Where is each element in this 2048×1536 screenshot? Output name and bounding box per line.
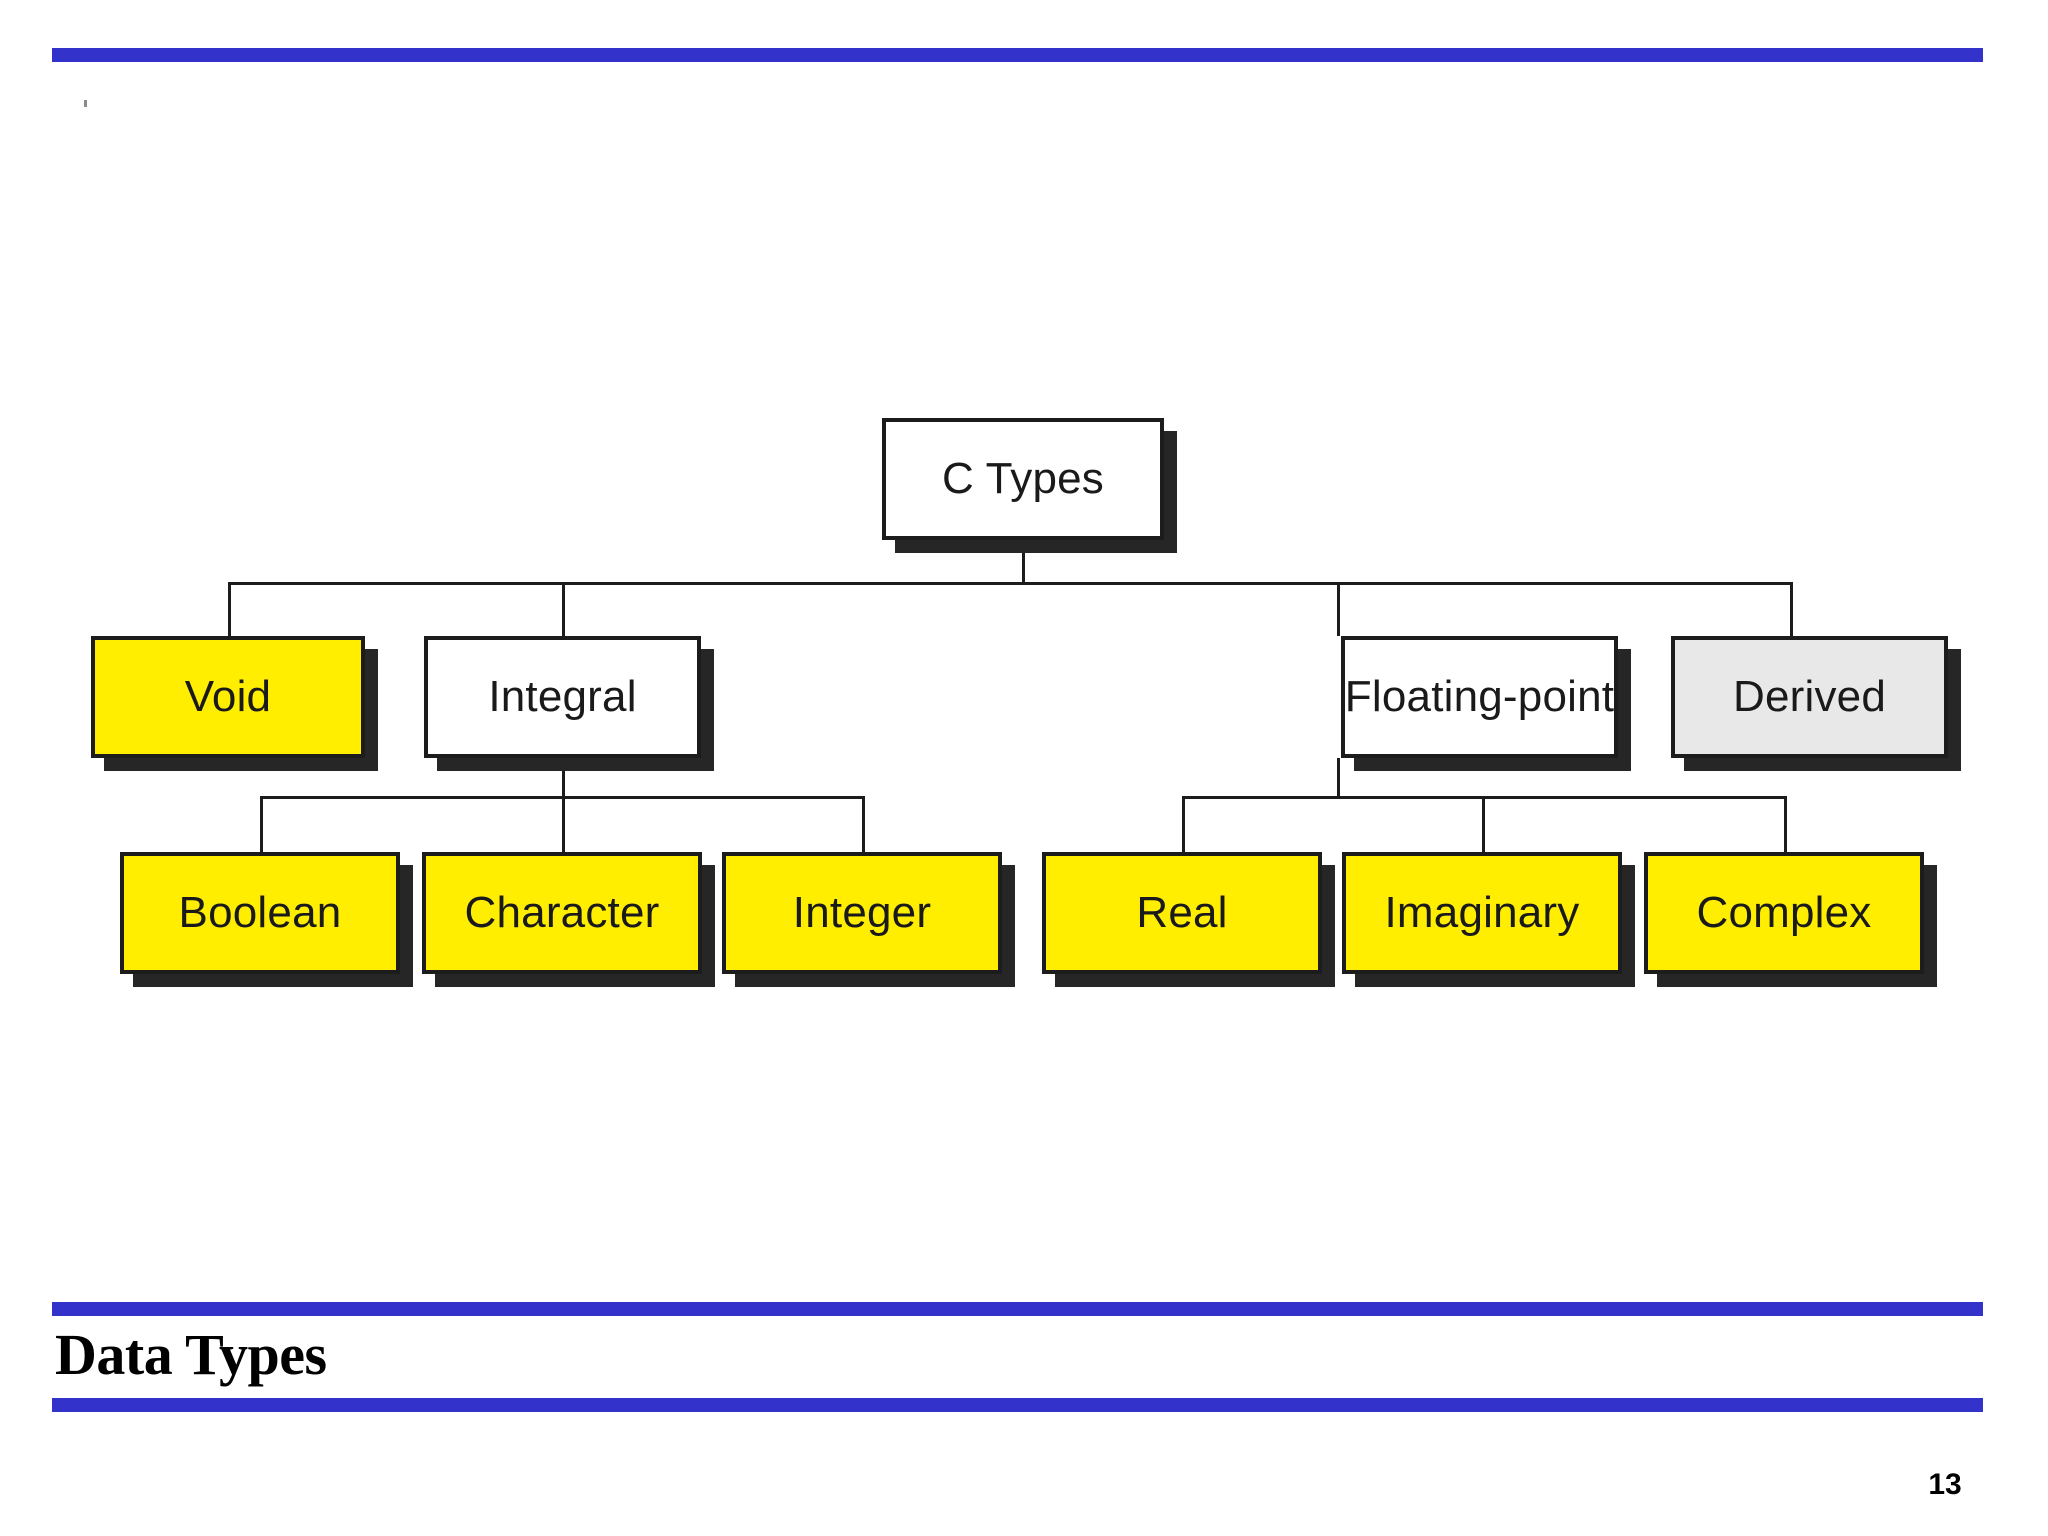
edge-integral-stem [562, 758, 565, 798]
title-top-accent-bar [52, 1302, 1983, 1316]
node-void-label: Void [184, 672, 272, 721]
node-integer[interactable]: Integer [722, 852, 1002, 974]
node-real-label: Real [1136, 888, 1228, 937]
edge-root-stem [1022, 540, 1025, 584]
edge-integral-to-integer [862, 796, 865, 852]
edge-floating-point-stem [1337, 758, 1340, 798]
node-derived-label: Derived [1732, 672, 1886, 721]
node-character[interactable]: Character [422, 852, 702, 974]
page-title: Data Types [55, 1322, 327, 1387]
edge-floating-point-to-complex [1784, 796, 1787, 852]
node-character-label: Character [464, 888, 660, 937]
node-integral-label: Integral [488, 672, 637, 721]
edge-floating-point-to-imaginary [1482, 796, 1485, 852]
node-boolean-label: Boolean [178, 888, 342, 937]
node-complex[interactable]: Complex [1644, 852, 1924, 974]
node-floating-point[interactable]: Floating-point [1341, 636, 1618, 758]
edge-root-to-integral [562, 582, 565, 636]
node-imaginary[interactable]: Imaginary [1342, 852, 1622, 974]
edge-floating-point-to-real [1182, 796, 1185, 852]
node-derived[interactable]: Derived [1671, 636, 1948, 758]
node-imaginary-label: Imaginary [1384, 888, 1580, 937]
page-number: 13 [1928, 1468, 1962, 1501]
node-integral[interactable]: Integral [424, 636, 701, 758]
edge-integral-to-character [562, 796, 565, 852]
top-accent-bar [52, 48, 1983, 62]
edge-root-to-floating-point [1337, 582, 1340, 636]
edge-integral-to-boolean [260, 796, 263, 852]
edge-root-to-void [228, 582, 231, 636]
node-integer-label: Integer [792, 888, 932, 937]
node-c-types[interactable]: C Types [882, 418, 1164, 540]
stray-mark [84, 100, 87, 107]
node-floating-point-label: Floating-point [1344, 672, 1615, 721]
node-void[interactable]: Void [91, 636, 365, 758]
node-boolean[interactable]: Boolean [120, 852, 400, 974]
node-c-types-label: C Types [942, 454, 1104, 503]
node-real[interactable]: Real [1042, 852, 1322, 974]
edge-root-to-derived [1790, 582, 1793, 636]
edge-level1-bus [228, 582, 1793, 585]
node-complex-label: Complex [1696, 888, 1872, 937]
title-bottom-accent-bar [52, 1398, 1983, 1412]
